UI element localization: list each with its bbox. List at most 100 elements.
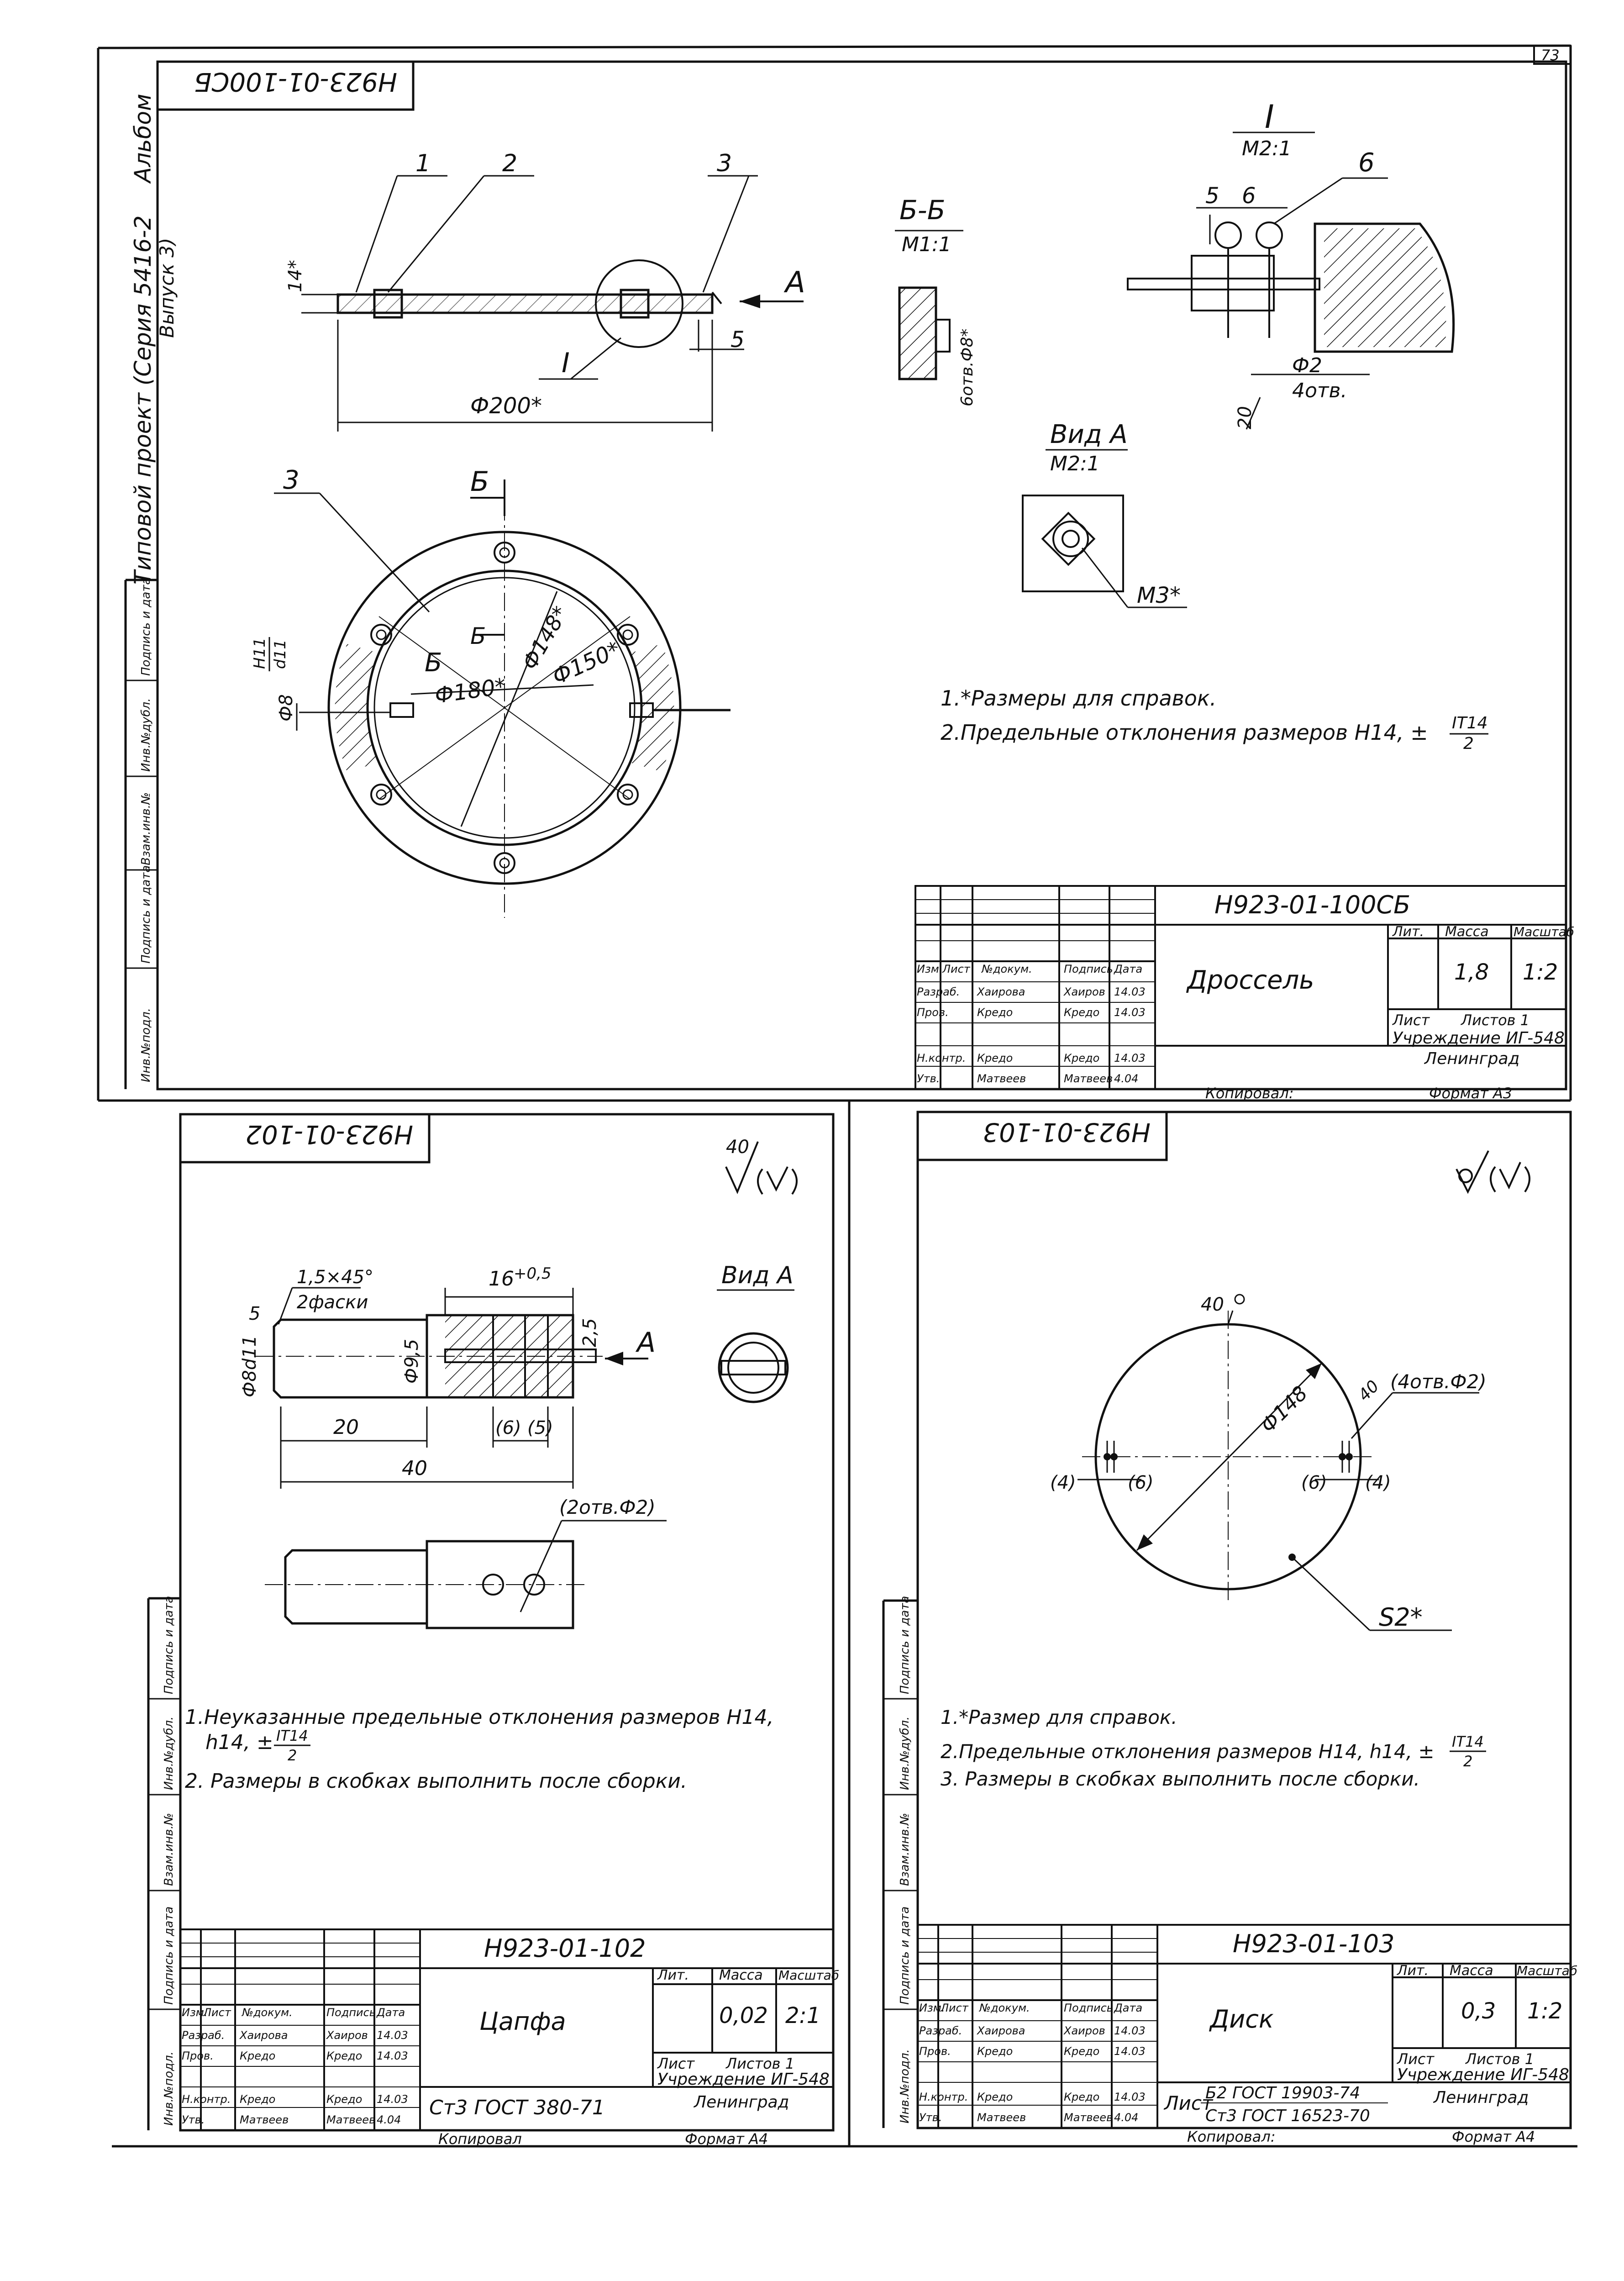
svg-text:Пров.: Пров. bbox=[917, 1006, 949, 1019]
svg-text:Хаиров: Хаиров bbox=[326, 2029, 368, 2042]
svg-text:2: 2 bbox=[1463, 1753, 1472, 1770]
svg-text:Копировал:: Копировал: bbox=[1205, 1085, 1294, 1102]
svg-text:Н923-01-102: Н923-01-102 bbox=[484, 1934, 646, 1963]
svg-text:Матвеев: Матвеев bbox=[977, 1072, 1026, 1085]
sheet1-leader-4: 3 bbox=[717, 150, 732, 177]
svg-text:Листов 1: Листов 1 bbox=[1461, 1011, 1529, 1029]
svg-text:Хаирова: Хаирова bbox=[239, 2029, 288, 2042]
svg-text:Кредо: Кредо bbox=[1064, 1006, 1099, 1019]
svg-text:40: 40 bbox=[1355, 1377, 1382, 1405]
svg-text:Кредо: Кредо bbox=[326, 2049, 362, 2062]
svg-text:Масштаб: Масштаб bbox=[778, 1968, 839, 1983]
svg-text:Типовой проект (Серия 5416-2: Типовой проект (Серия 5416-2 bbox=[130, 216, 156, 585]
svg-text:Дата: Дата bbox=[1114, 2002, 1142, 2014]
svg-text:IT14: IT14 bbox=[1452, 714, 1487, 732]
svg-text:2:1: 2:1 bbox=[785, 2003, 820, 2028]
svg-text:(5): (5) bbox=[527, 1417, 553, 1438]
svg-text:14.03: 14.03 bbox=[1114, 2045, 1146, 2058]
svg-text:Подпись: Подпись bbox=[1064, 963, 1113, 975]
svg-text:Масштаб: Масштаб bbox=[1514, 924, 1574, 939]
svg-text:Изм.: Изм. bbox=[919, 2002, 945, 2014]
sheet1-stamp-box bbox=[156, 60, 415, 111]
svg-text:Лит.: Лит. bbox=[1392, 924, 1424, 940]
svg-text:Инв.№дубл.: Инв.№дубл. bbox=[162, 1717, 176, 1790]
svg-text:Ст3 ГОСТ 380-71: Ст3 ГОСТ 380-71 bbox=[429, 2096, 605, 2119]
sheet1-arrow-a: А bbox=[783, 266, 805, 300]
svg-text:Инв.№подл.: Инв.№подл. bbox=[162, 2051, 176, 2126]
svg-text:Ф8d11: Ф8d11 bbox=[239, 1335, 260, 1397]
svg-text:(4отв.Ф2): (4отв.Ф2) bbox=[1390, 1370, 1487, 1393]
svg-text:14.03: 14.03 bbox=[1114, 1006, 1146, 1019]
svg-text:Н923-01-103: Н923-01-103 bbox=[1233, 1929, 1394, 1958]
sheet2-stamp-code: Н923-01-102 bbox=[245, 1119, 413, 1149]
svg-text:Лист: Лист bbox=[1392, 1011, 1430, 1029]
svg-text:Б2 ГОСТ 19903-74: Б2 ГОСТ 19903-74 bbox=[1205, 2084, 1360, 2102]
svg-text:20: 20 bbox=[333, 1416, 359, 1439]
svg-text:2: 2 bbox=[288, 1747, 297, 1764]
sheet1-tb-name: Дроссель bbox=[1186, 965, 1314, 995]
svg-text:2.Предельные отклонения размер: 2.Предельные отклонения размеров Н14, h1… bbox=[941, 1740, 1435, 1763]
svg-text:(4): (4) bbox=[1050, 1472, 1076, 1493]
svg-text:16: 16 bbox=[489, 1267, 514, 1291]
sheet1-leader-1: 1 bbox=[415, 150, 431, 177]
svg-text:Инв.№дубл.: Инв.№дубл. bbox=[139, 698, 153, 772]
svg-text:Н.контр.: Н.контр. bbox=[919, 2091, 968, 2103]
sheet2-title-block: Н923-01-102 Цапфа Лит. Масса Масштаб 0,0… bbox=[179, 1928, 839, 2148]
svg-text:Подпись: Подпись bbox=[326, 2006, 376, 2019]
svg-text:Подпись и дата: Подпись и дата bbox=[898, 1596, 912, 1694]
svg-text:Лит.: Лит. bbox=[1397, 1963, 1429, 1979]
svg-text:14.03: 14.03 bbox=[377, 2029, 408, 2042]
svg-text:14.03: 14.03 bbox=[1114, 2024, 1146, 2037]
svg-text:Лист: Лист bbox=[203, 2006, 231, 2019]
sheet1-tb-designation: Н923-01-100СБ bbox=[1214, 890, 1410, 919]
svg-text:Формат А4: Формат А4 bbox=[1452, 2128, 1535, 2145]
sheet1-tb-scale: 1:2 bbox=[1523, 959, 1558, 985]
sheet1-cut-b: Б bbox=[470, 466, 489, 498]
svg-text:1.*Размеры для справок.: 1.*Размеры для справок. bbox=[941, 686, 1216, 711]
svg-text:Учреждение ИГ-548: Учреждение ИГ-548 bbox=[1393, 1029, 1565, 1048]
svg-text:Разраб.: Разраб. bbox=[919, 2024, 962, 2037]
svg-text:Учреждение ИГ-548: Учреждение ИГ-548 bbox=[1397, 2065, 1569, 2084]
svg-text:Лист: Лист bbox=[1397, 2050, 1435, 2068]
svg-text:0,3: 0,3 bbox=[1461, 1998, 1496, 2024]
svg-text:Кредо: Кредо bbox=[977, 1006, 1013, 1019]
svg-text:40: 40 bbox=[726, 1137, 749, 1158]
svg-text:Кредо: Кредо bbox=[1064, 1052, 1099, 1064]
svg-text:2,5: 2,5 bbox=[579, 1318, 600, 1347]
sheet1-leader-6: 6 bbox=[1358, 148, 1375, 178]
sheet1-section-bb-label: Б-Б bbox=[899, 195, 946, 226]
sheet1-side-columns bbox=[126, 680, 158, 969]
svg-text:Хаирова: Хаирова bbox=[976, 2024, 1025, 2037]
sheet1-cut-b-inner: Б bbox=[425, 648, 442, 678]
svg-text:Утв.: Утв. bbox=[917, 1072, 940, 1085]
svg-text:40: 40 bbox=[402, 1457, 427, 1480]
svg-text:14.03: 14.03 bbox=[1114, 985, 1146, 998]
sheet1-dim-t5: 5 bbox=[731, 327, 745, 353]
svg-text:Ленинград: Ленинград bbox=[1424, 1049, 1519, 1068]
sheet2-view-a: Вид А bbox=[717, 1262, 794, 1403]
svg-text:Кредо: Кредо bbox=[977, 2091, 1013, 2103]
svg-text:Лит.: Лит. bbox=[657, 1967, 689, 1983]
svg-text:Копировал:: Копировал: bbox=[1187, 2128, 1276, 2145]
svg-text:Выпуск 3): Выпуск 3) bbox=[156, 238, 178, 338]
sheet1-view-a: Вид А М2:1 М3* bbox=[1022, 420, 1187, 608]
sheet1-leader-2: 2 bbox=[502, 150, 517, 177]
sheet1-section-bb-scale: М1:1 bbox=[902, 233, 951, 256]
svg-text:Взам.инв.№: Взам.инв.№ bbox=[139, 792, 153, 865]
svg-text:А: А bbox=[635, 1327, 656, 1359]
svg-text:4.04: 4.04 bbox=[1114, 2111, 1138, 2124]
sheet2-trunnion-view: 1,5×45° 2фаски 5 16 +0,5 Ф8d11 Ф9,5 2,5 … bbox=[239, 1264, 656, 1489]
svg-text:Разраб.: Разраб. bbox=[182, 2029, 225, 2042]
svg-text:Инв.№подл.: Инв.№подл. bbox=[139, 1008, 153, 1082]
svg-text:Цапфа: Цапфа bbox=[479, 2007, 566, 2036]
sheet2-stamp-box bbox=[179, 1113, 431, 1164]
page-number-box bbox=[1533, 45, 1571, 65]
sheet1-detail-mark: I bbox=[562, 347, 570, 379]
sheet1-dim-d180: Ф180* bbox=[433, 674, 508, 709]
svg-text:Пров.: Пров. bbox=[182, 2049, 214, 2062]
sheet1-notes: 1.*Размеры для справок. 2.Предельные отк… bbox=[941, 686, 1488, 753]
svg-text:Н.контр.: Н.контр. bbox=[182, 2093, 231, 2106]
svg-text:Кредо: Кредо bbox=[977, 2045, 1013, 2058]
sheet3-notes: 1.*Размер для справок. 2.Предельные откл… bbox=[941, 1706, 1486, 1790]
